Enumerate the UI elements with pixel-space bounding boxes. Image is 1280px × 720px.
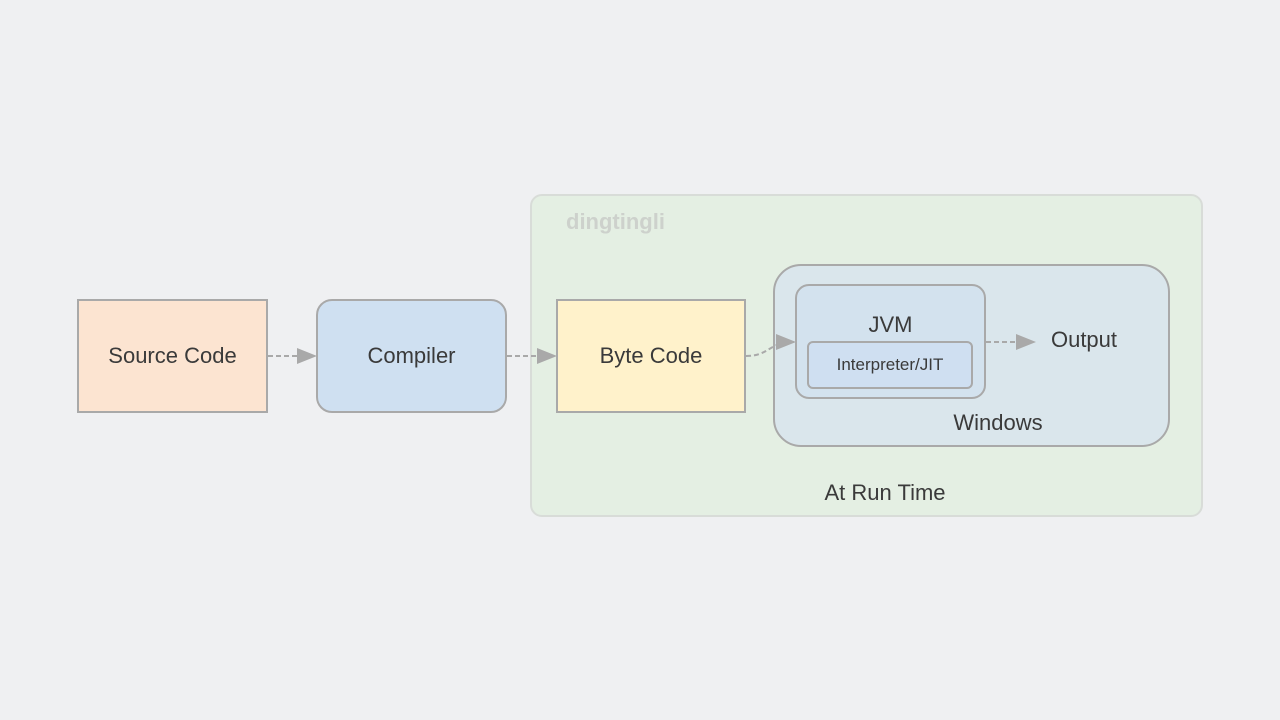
runtime-group-label: At Run Time (824, 480, 946, 505)
watermark: dingtingli (566, 209, 665, 234)
compiler-label: Compiler (367, 343, 456, 368)
output-label: Output (1050, 327, 1118, 352)
interpreter-jit-label: Interpreter/JIT (836, 355, 944, 374)
interpreter-jit-node: Interpreter/JIT (807, 341, 973, 389)
compiler-node: Compiler (316, 299, 507, 413)
arrow-bytecode-to-jvm (745, 334, 796, 357)
source-code-node: Source Code (77, 299, 268, 413)
windows-group-label: Windows (953, 410, 1043, 435)
source-code-label: Source Code (108, 343, 237, 368)
byte-code-node: Byte Code (556, 299, 746, 413)
byte-code-label: Byte Code (599, 343, 703, 368)
jvm-label: JVM (868, 312, 913, 337)
